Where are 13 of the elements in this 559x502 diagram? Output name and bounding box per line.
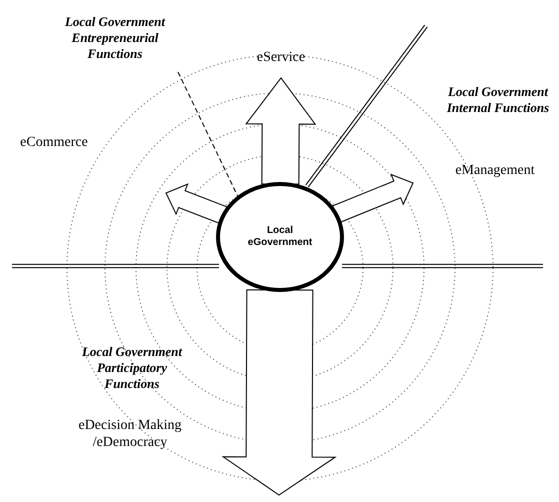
category-label: eManagement [438,162,552,179]
section-heading: Local Government Entrepreneurial Functions [64,14,166,62]
block-arrow [165,183,228,224]
block-arrow [245,77,316,185]
central-ellipse [216,182,344,292]
node-label: Local eGovernment [246,225,314,249]
category-label: eService [236,49,326,66]
category-label: eCommerce [4,134,104,151]
block-arrow [222,289,337,496]
section-heading: Local Government Internal Functions [446,84,550,116]
category-label: eDecision Making /eDemocracy [62,417,198,451]
section-heading: Local Government Participatory Functions [80,344,184,392]
block-arrow [332,174,414,224]
